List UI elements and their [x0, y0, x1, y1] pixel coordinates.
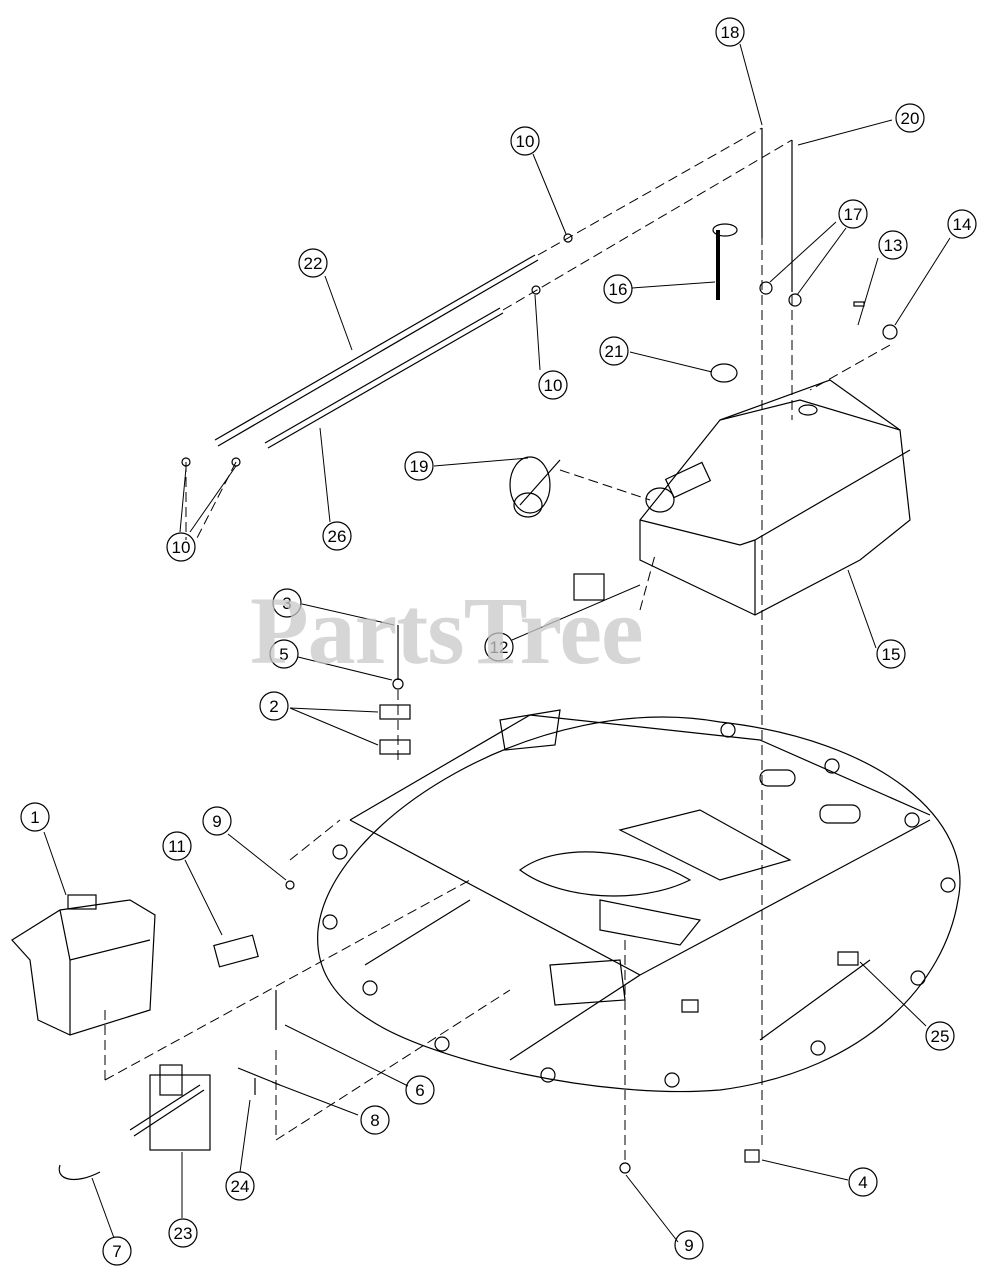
callout-15-label: 15 [882, 645, 901, 664]
callout-2: 2 [259, 691, 289, 721]
callout-10-left: 10 [166, 532, 196, 562]
callout-26: 26 [322, 521, 352, 551]
callout-22-label: 22 [304, 254, 323, 273]
callout-18-label: 18 [721, 23, 740, 42]
callout-26-label: 26 [328, 527, 347, 546]
callout-23: 23 [168, 1218, 198, 1248]
callout-21: 21 [599, 336, 629, 366]
deck-plate [317, 709, 961, 1093]
callout-18: 18 [715, 17, 745, 47]
callout-4-label: 4 [858, 1173, 867, 1192]
callout-7-label: 7 [112, 1242, 121, 1261]
callout-23-label: 23 [174, 1224, 193, 1243]
callout-25-label: 25 [931, 1027, 950, 1046]
callout-8: 8 [360, 1105, 390, 1135]
callout-1-label: 1 [30, 808, 39, 827]
callout-4: 4 [848, 1167, 878, 1197]
callout-9-bottom-label: 9 [684, 1236, 693, 1255]
callout-11: 11 [162, 831, 192, 861]
callout-3-label: 3 [282, 594, 291, 613]
leader-lines [43, 43, 951, 1243]
callout-3: 3 [272, 588, 302, 618]
callout-6: 6 [405, 1075, 435, 1105]
callout-9-bottom: 9 [674, 1230, 704, 1260]
callout-22: 22 [298, 248, 328, 278]
assembly-lines [104, 127, 891, 1160]
jack-assembly [58, 990, 281, 1180]
callout-10-left-label: 10 [172, 538, 191, 557]
callout-9-left: 9 [202, 806, 232, 836]
fuel-tank [639, 379, 911, 616]
callout-16: 16 [603, 274, 633, 304]
callout-13: 13 [878, 230, 908, 260]
callout-10-top-label: 10 [516, 132, 535, 151]
callout-10-mid-label: 10 [544, 376, 563, 395]
callout-8-label: 8 [370, 1111, 379, 1130]
callout-24-label: 24 [231, 1177, 250, 1196]
callout-17-label: 17 [844, 205, 863, 224]
callout-5-label: 5 [279, 645, 288, 664]
callout-24: 24 [225, 1171, 255, 1201]
watermark: PartsTree [250, 577, 644, 684]
callout-11-label: 11 [168, 837, 186, 856]
rods [181, 128, 898, 1174]
callout-14-label: 14 [953, 215, 972, 234]
callout-9-left-label: 9 [212, 812, 221, 831]
callout-7: 7 [102, 1236, 132, 1266]
callout-20: 20 [895, 103, 925, 133]
battery [11, 894, 156, 1036]
callout-21-label: 21 [605, 342, 624, 361]
callout-19-label: 19 [410, 457, 429, 476]
callout-10-top: 10 [510, 126, 540, 156]
callout-19: 19 [404, 451, 434, 481]
callout-20-label: 20 [901, 109, 920, 128]
callout-12-label: 12 [490, 638, 509, 657]
callout-2-label: 2 [269, 697, 278, 716]
callout-10-mid: 10 [538, 370, 568, 400]
callout-1: 1 [20, 802, 50, 832]
callout-14: 14 [947, 209, 977, 239]
callout-12: 12 [484, 632, 514, 662]
callout-13-label: 13 [884, 236, 903, 255]
callout-25: 25 [925, 1021, 955, 1051]
callout-17: 17 [838, 199, 868, 229]
callout-6-label: 6 [415, 1081, 424, 1100]
decals [213, 301, 865, 968]
callout-16-label: 16 [609, 280, 628, 299]
callout-15: 15 [876, 639, 906, 669]
callout-5: 5 [269, 639, 299, 669]
